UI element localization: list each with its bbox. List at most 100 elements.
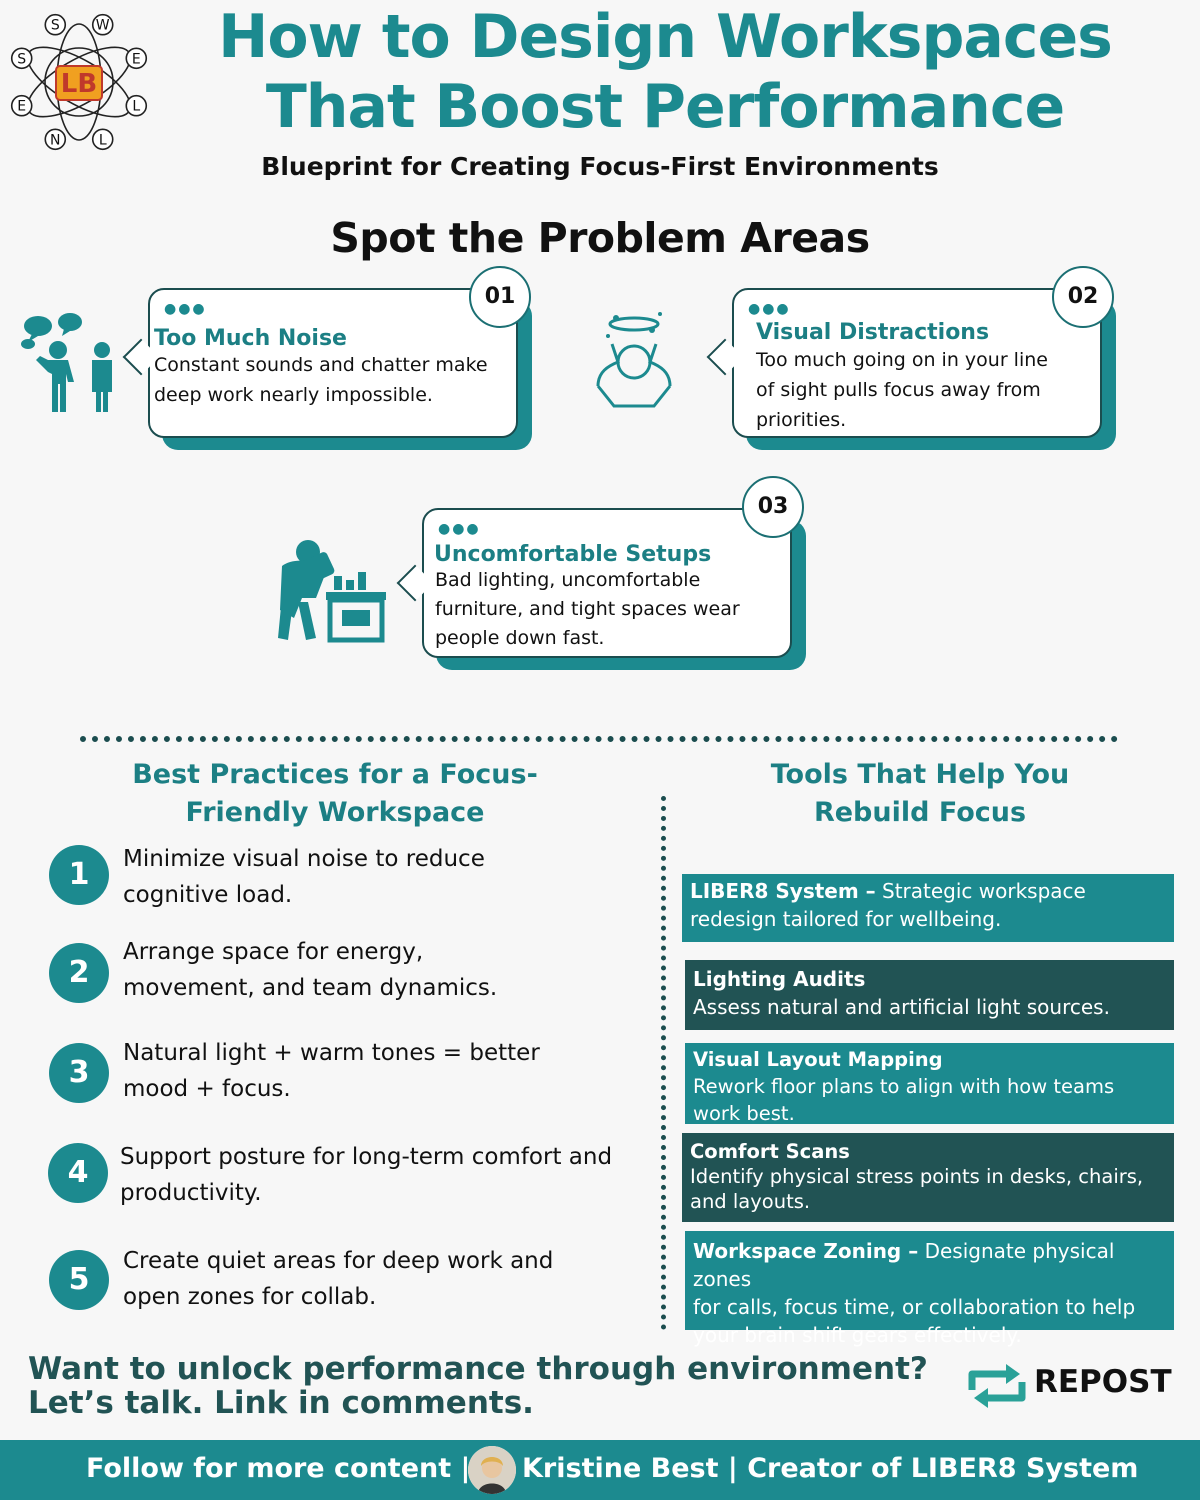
logo-letter-badge <box>10 47 33 70</box>
logo-letter-badge <box>91 13 114 36</box>
logo-letter-badge <box>44 13 67 36</box>
tool-desc-line: Designate physical zones <box>693 1239 1115 1291</box>
logo-letter: S <box>51 18 60 34</box>
logo-letter: E <box>132 51 141 67</box>
problem-desc-line: furniture, and tight spaces wear <box>435 598 740 620</box>
tool-desc-line: redesign tailored for wellbeing. <box>690 907 1002 931</box>
problems-heading: Spot the Problem Areas <box>330 214 870 262</box>
problem-card-setups: ●●● Uncomfortable Setups Bad lighting, u… <box>422 508 792 658</box>
logo-letter-badge <box>91 128 114 151</box>
tool-desc-line: work best. <box>693 1102 795 1125</box>
call-to-action: Want to unlock performance through envir… <box>28 1352 928 1420</box>
practice-line: mood + focus. <box>123 1076 291 1102</box>
logo-letter-badge <box>125 94 148 117</box>
problem-desc-line: people down fast. <box>435 627 605 649</box>
tool-name: Comfort Scans <box>690 1140 850 1163</box>
problem-desc-line: of sight pulls focus away from <box>756 379 1041 401</box>
logo-center-letters: LB <box>61 69 97 99</box>
problem-card-noise: ●●● Too Much Noise Constant sounds and c… <box>148 288 518 438</box>
heading-line: Friendly Workspace <box>185 797 485 828</box>
practice-line: Arrange space for energy, <box>123 939 424 965</box>
problem-desc-line: priorities. <box>756 409 847 431</box>
problem-title: Visual Distractions <box>756 320 990 345</box>
dizzy-person-icon <box>596 312 672 408</box>
logo-letter: W <box>96 18 110 34</box>
logo-letter: N <box>50 132 60 148</box>
tool-desc-line: and layouts. <box>690 1190 811 1213</box>
tool-desc-line: Rework floor plans to align with how tea… <box>693 1075 1115 1098</box>
author-credit: Kristine Best | Creator of LIBER8 System <box>522 1453 1139 1484</box>
page-title-line2: That Boost Performance <box>265 72 1065 142</box>
logo-letter-badge <box>10 94 33 117</box>
practice-item: Support posture for long-term comfort an… <box>120 1139 612 1211</box>
practice-number: 3 <box>49 1043 109 1103</box>
problem-number: 03 <box>742 476 804 538</box>
follow-text: Follow for more content | <box>86 1453 471 1484</box>
practice-number: 5 <box>49 1250 109 1310</box>
practice-line: Natural light + warm tones = better <box>123 1040 540 1066</box>
tool-desc-line: for calls, focus time, or collaboration … <box>693 1295 1136 1319</box>
problem-desc-line: Constant sounds and chatter make <box>154 354 488 376</box>
dots-icon: ●●● <box>438 521 481 537</box>
heading-line: Tools That Help You <box>770 759 1070 790</box>
repost-icon[interactable] <box>962 1360 1032 1412</box>
logo-letter-badge <box>44 128 67 151</box>
tool-desc-line: Identify physical stress points in desks… <box>690 1165 1144 1188</box>
tool-visual-layout-mapping: Visual Layout Mapping Rework floor plans… <box>685 1043 1174 1125</box>
practice-number: 4 <box>48 1143 108 1203</box>
tool-name: Lighting Audits <box>693 967 866 991</box>
dots-icon: ●●● <box>164 301 207 317</box>
tool-workspace-zoning: Workspace Zoning – Designate physical zo… <box>685 1231 1174 1347</box>
practice-item: Arrange space for energy, movement, and … <box>123 934 497 1006</box>
logo-letter: L <box>132 99 140 115</box>
logo-letter: S <box>17 51 26 67</box>
tool-desc-line: your brain shift gears effectively. <box>693 1323 1022 1347</box>
problem-desc-line: Too much going on in your line <box>756 349 1048 371</box>
practice-line: cognitive load. <box>123 882 293 908</box>
people-talking-icon <box>21 313 112 412</box>
dots-icon: ●●● <box>748 301 791 317</box>
section-divider <box>80 736 1118 742</box>
tool-desc-line: Assess natural and artificial light sour… <box>693 995 1110 1019</box>
practice-line: movement, and team dynamics. <box>123 975 498 1001</box>
practice-line: Create quiet areas for deep work and <box>123 1248 554 1274</box>
practice-item: Natural light + warm tones = better mood… <box>123 1035 540 1107</box>
page-title-line1: How to Design Workspaces <box>218 2 1113 72</box>
logo-letter-badge <box>125 47 148 70</box>
problem-desc-line: Bad lighting, uncomfortable <box>435 569 701 591</box>
footer-bar: Follow for more content | Kristine Best … <box>0 1440 1200 1500</box>
hunched-worker-icon <box>278 540 386 643</box>
problem-title: Too Much Noise <box>154 326 347 351</box>
problem-card-visual: ●●● Visual Distractions Too much going o… <box>732 288 1102 438</box>
tool-liber8-system: LIBER8 System – Strategic workspace rede… <box>682 874 1174 942</box>
practice-item: Create quiet areas for deep work and ope… <box>123 1243 553 1315</box>
repost-button[interactable]: REPOST <box>1034 1364 1172 1400</box>
cta-line: Want to unlock performance through envir… <box>28 1351 928 1387</box>
practice-number: 1 <box>49 845 109 905</box>
tool-name: LIBER8 System – <box>690 879 876 903</box>
practice-item: Minimize visual noise to reduce cognitiv… <box>123 841 485 913</box>
practice-line: open zones for collab. <box>123 1284 377 1310</box>
heading-line: Rebuild Focus <box>813 797 1027 828</box>
practice-number: 2 <box>49 943 109 1003</box>
tool-comfort-scans: Comfort Scans Identify physical stress p… <box>682 1133 1174 1222</box>
avatar <box>468 1446 516 1494</box>
tools-heading: Tools That Help You Rebuild Focus <box>670 756 1170 832</box>
practice-line: Support posture for long-term comfort an… <box>120 1144 613 1170</box>
practice-line: productivity. <box>120 1180 262 1206</box>
practice-line: Minimize visual noise to reduce <box>123 846 485 872</box>
best-practices-heading: Best Practices for a Focus- Friendly Wor… <box>80 756 590 832</box>
heading-line: Best Practices for a Focus- <box>132 759 538 790</box>
tool-desc-line: Strategic workspace <box>875 879 1086 903</box>
cta-line: Let’s talk. Link in comments. <box>28 1385 534 1421</box>
problem-title: Uncomfortable Setups <box>434 542 712 567</box>
problem-number: 02 <box>1052 266 1114 328</box>
tool-name: Visual Layout Mapping <box>693 1048 943 1071</box>
problem-desc-line: deep work nearly impossible. <box>154 384 433 406</box>
logo-letter: L <box>99 132 107 148</box>
column-divider <box>661 796 666 1330</box>
page-subtitle: Blueprint for Creating Focus-First Envir… <box>261 152 939 181</box>
tool-lighting-audits: Lighting Audits Assess natural and artif… <box>685 960 1174 1030</box>
